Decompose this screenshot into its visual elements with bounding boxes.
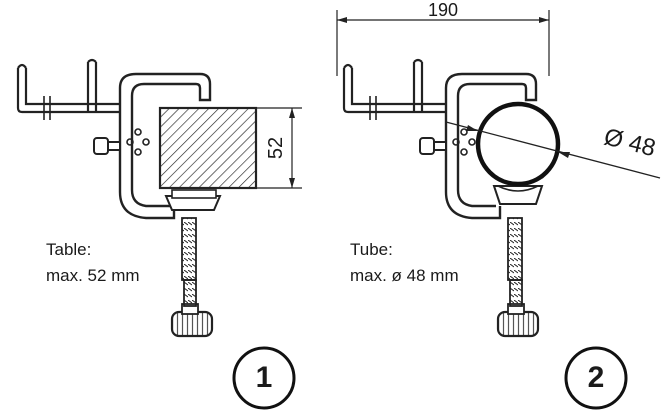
width-dimension: 190 [336,0,550,76]
panel-table-clamp: 52 [16,58,302,338]
table-caption-line2: max. 52 mm [46,266,140,285]
diameter-label: Ø 48 [601,123,658,162]
tube-caption-line1: Tube: [350,240,393,259]
table-caption-line1: Table: [46,240,92,259]
table-section [158,106,258,190]
panel-number-2: 2 [587,361,605,394]
width-dimension-label: 190 [428,0,458,20]
panel-tube-clamp: 190 Ø 48 [336,0,661,338]
table-thickness-dimension: 52 [256,107,302,189]
panel-number-circle-1 [232,346,296,410]
table-dimension-label: 52 [265,137,287,159]
panel-number-circle-2 [564,346,628,410]
panel-number-1: 1 [255,361,273,394]
tube-section [475,101,561,187]
tube-caption-line2: max. ø 48 mm [350,266,459,285]
